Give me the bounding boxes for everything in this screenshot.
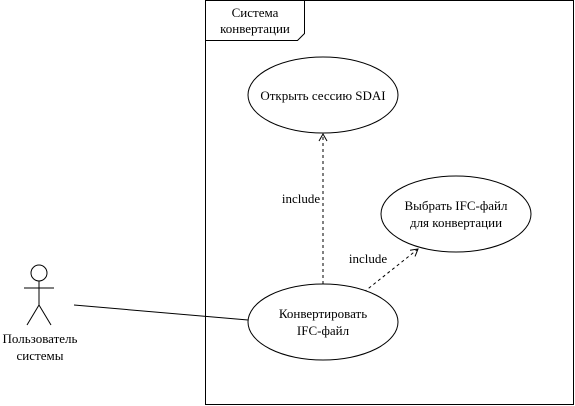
system-boundary-frame xyxy=(205,0,574,405)
include-label-select-file: include xyxy=(349,251,387,266)
use-case-select-file-line1: Выбрать IFC-файл xyxy=(404,198,508,213)
actor-left-leg xyxy=(26,304,40,326)
use-case-select-file-line2: для конвертации xyxy=(410,215,502,230)
association-line xyxy=(73,304,249,321)
use-case-select-file: Выбрать IFC-файл для конвертации xyxy=(380,175,532,253)
system-title-line2: конвертации xyxy=(220,21,290,36)
use-case-convert-line1: Конвертировать xyxy=(279,306,367,321)
use-case-open-session: Открыть сессию SDAI xyxy=(247,56,399,134)
include-label-open-session: include xyxy=(282,191,320,206)
use-case-open-session-ellipse xyxy=(247,56,399,134)
actor-user: Пользователь системы xyxy=(3,264,78,363)
use-case-convert: Конвертировать IFC-файл xyxy=(247,283,399,361)
use-case-convert-ellipse xyxy=(247,283,399,361)
system-title-line1: Система xyxy=(232,5,279,20)
actor-name-line1: Пользователь xyxy=(3,331,78,346)
use-case-select-file-ellipse xyxy=(380,175,532,253)
actor-name-line2: системы xyxy=(17,348,64,363)
system-title-tab xyxy=(205,0,305,41)
actor-right-leg xyxy=(38,304,52,326)
use-case-open-session-label: Открыть сессию SDAI xyxy=(260,88,385,103)
use-case-convert-line2: IFC-файл xyxy=(297,323,350,338)
system-boundary: Система конвертации xyxy=(205,0,574,405)
actor-head xyxy=(30,264,48,282)
